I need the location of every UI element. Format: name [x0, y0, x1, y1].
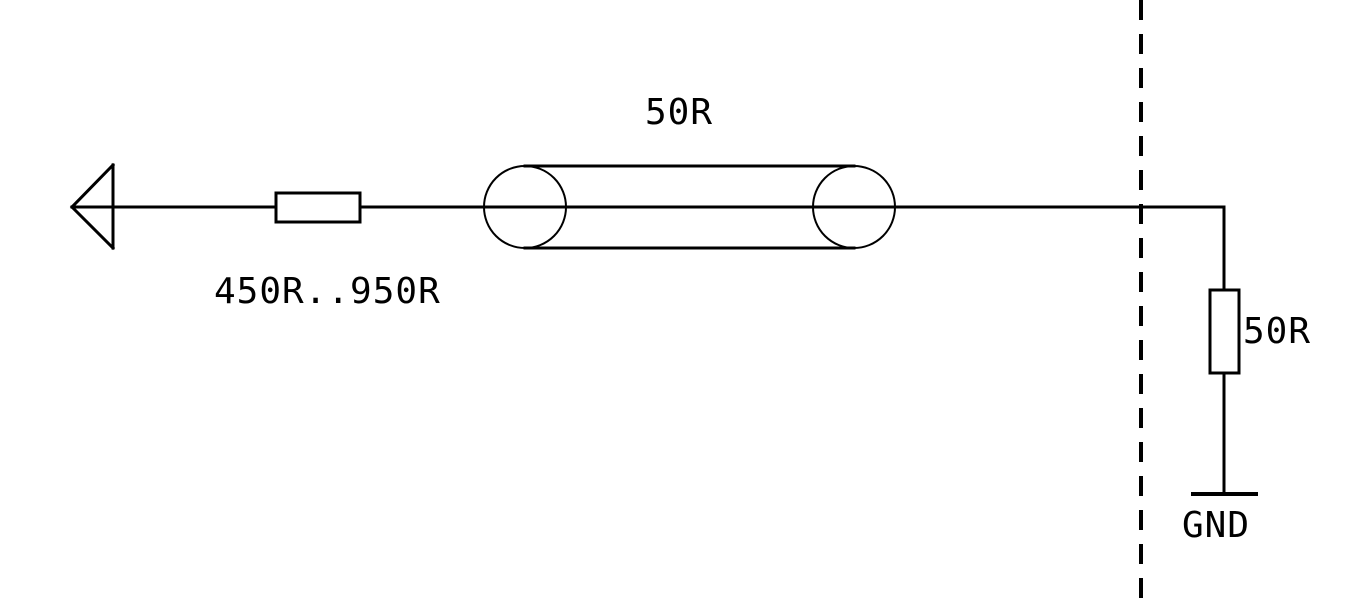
- coax-impedance-label: 50R: [645, 92, 713, 133]
- series-resistor-label: 450R..950R: [214, 271, 441, 312]
- coax-cable: [483, 164, 896, 250]
- termination-resistor: [1208, 288, 1241, 375]
- series-resistor: [274, 191, 362, 224]
- ground-label: GND: [1182, 505, 1250, 546]
- termination-resistor-label: 50R: [1243, 311, 1311, 352]
